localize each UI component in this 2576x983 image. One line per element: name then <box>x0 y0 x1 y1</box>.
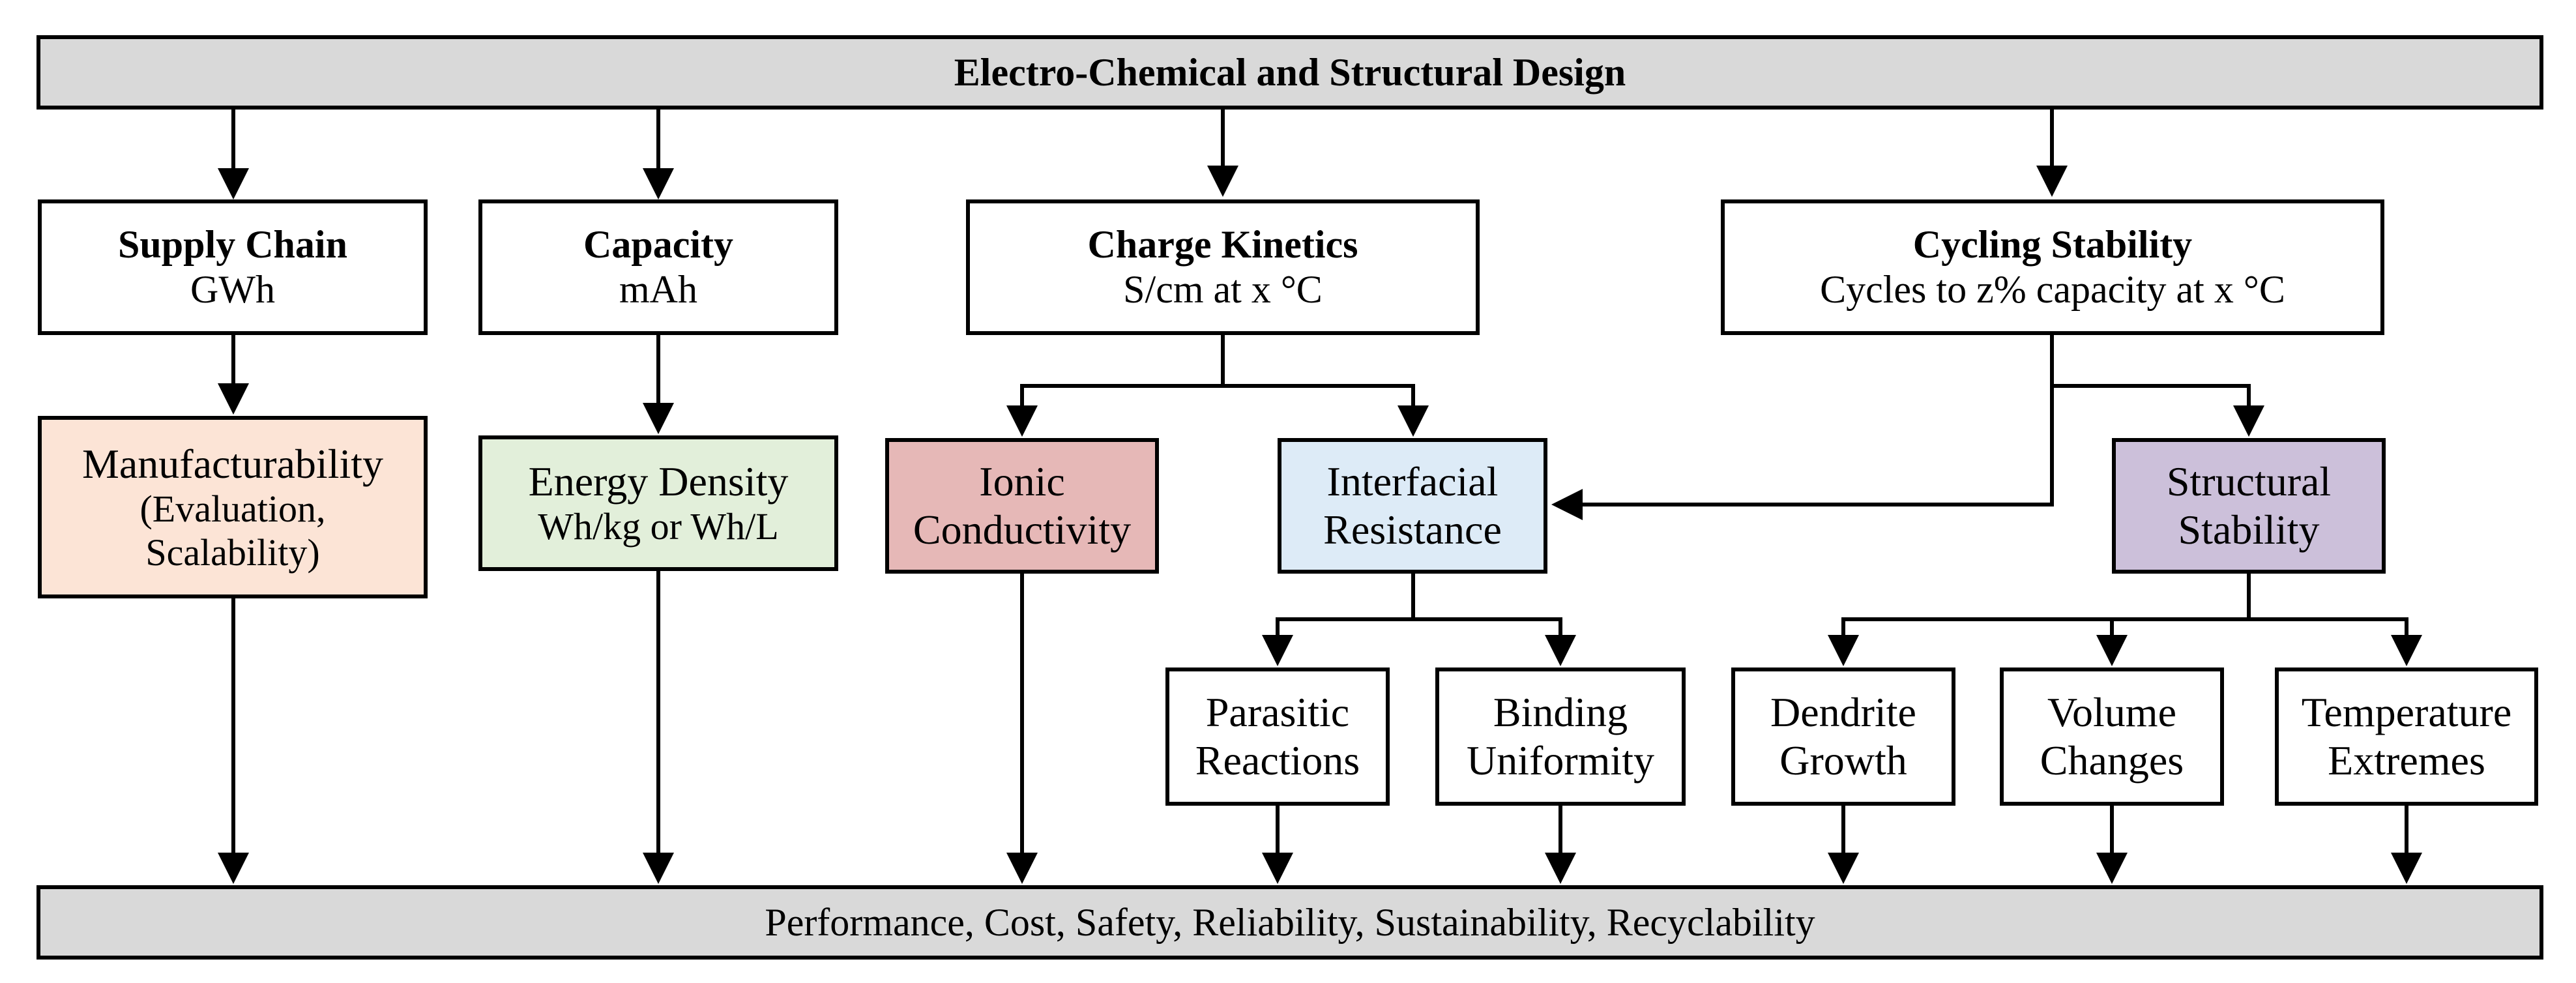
supply-chain-title: Supply Chain <box>118 223 347 266</box>
dendrite-growth-box: Dendrite Growth <box>1731 668 1955 806</box>
ionic-conductivity-line-2: Conductivity <box>913 506 1132 553</box>
connector-structural-to-temperature <box>2249 617 2422 666</box>
structural-stability-line-1: Structural <box>2166 458 2332 505</box>
supply-chain-box: Supply Chain GWh <box>38 199 428 335</box>
connector-structural-to-dendrite <box>1828 571 2251 666</box>
capacity-box: Capacity mAh <box>478 199 838 335</box>
cycling-stability-box: Cycling Stability Cycles to z% capacity … <box>1721 199 2384 335</box>
interfacial-resistance-line-2: Resistance <box>1323 506 1502 553</box>
ionic-conductivity-box: Ionic Conductivity <box>885 438 1159 574</box>
binding-uniformity-line-1: Binding <box>1493 689 1628 736</box>
connector-charge-kinetics-split <box>1006 335 1225 437</box>
temperature-extremes-box: Temperature Extremes <box>2275 668 2538 806</box>
parasitic-reactions-line-2: Reactions <box>1195 737 1360 784</box>
manufacturability-box: Manufacturability (Evaluation, Scalabili… <box>38 416 428 598</box>
binding-uniformity-box: Binding Uniformity <box>1435 668 1686 806</box>
parasitic-reactions-box: Parasitic Reactions <box>1165 668 1390 806</box>
connector-cycling-to-interfacial <box>1551 335 2054 520</box>
ionic-conductivity-line-1: Ionic <box>979 458 1065 505</box>
cycling-stability-title: Cycling Stability <box>1912 223 2193 266</box>
connector-charge-kinetics-to-interfacial <box>1223 384 1429 437</box>
bottom-bar: Performance, Cost, Safety, Reliability, … <box>37 885 2543 960</box>
structural-stability-box: Structural Stability <box>2112 438 2386 574</box>
capacity-unit: mAh <box>619 268 697 311</box>
manufacturability-detail-2: Scalability) <box>145 531 320 574</box>
dendrite-growth-line-2: Growth <box>1779 737 1907 784</box>
top-bar-label: Electro-Chemical and Structural Design <box>954 50 1626 94</box>
structural-stability-line-2: Stability <box>2178 506 2320 553</box>
charge-kinetics-box: Charge Kinetics S/cm at x °C <box>966 199 1480 335</box>
interfacial-resistance-box: Interfacial Resistance <box>1278 438 1547 574</box>
energy-density-label: Energy Density <box>528 458 789 505</box>
parasitic-reactions-line-1: Parasitic <box>1205 689 1350 736</box>
energy-density-box: Energy Density Wh/kg or Wh/L <box>478 435 838 571</box>
connector-cycling-to-structural <box>2052 384 2264 437</box>
energy-density-unit: Wh/kg or Wh/L <box>538 505 779 548</box>
connector-interfacial-to-binding <box>1413 617 1576 666</box>
bottom-bar-label: Performance, Cost, Safety, Reliability, … <box>765 900 1815 944</box>
supply-chain-unit: GWh <box>190 268 275 311</box>
interfacial-resistance-line-1: Interfacial <box>1326 458 1499 505</box>
manufacturability-label: Manufacturability <box>81 440 384 487</box>
volume-changes-line-2: Changes <box>2040 737 2184 784</box>
connector-interfacial-to-parasitic <box>1262 571 1415 666</box>
manufacturability-detail-1: (Evaluation, <box>139 488 326 531</box>
volume-changes-line-1: Volume <box>2047 689 2176 736</box>
binding-uniformity-line-2: Uniformity <box>1467 737 1654 784</box>
cycling-stability-unit: Cycles to z% capacity at x °C <box>1820 268 2285 311</box>
volume-changes-box: Volume Changes <box>2000 668 2224 806</box>
temperature-extremes-line-2: Extremes <box>2328 737 2485 784</box>
capacity-title: Capacity <box>583 223 733 266</box>
charge-kinetics-unit: S/cm at x °C <box>1123 268 1323 311</box>
dendrite-growth-line-1: Dendrite <box>1770 689 1916 736</box>
top-bar: Electro-Chemical and Structural Design <box>37 35 2543 110</box>
charge-kinetics-title: Charge Kinetics <box>1087 223 1358 266</box>
temperature-extremes-line-1: Temperature <box>2301 689 2512 736</box>
